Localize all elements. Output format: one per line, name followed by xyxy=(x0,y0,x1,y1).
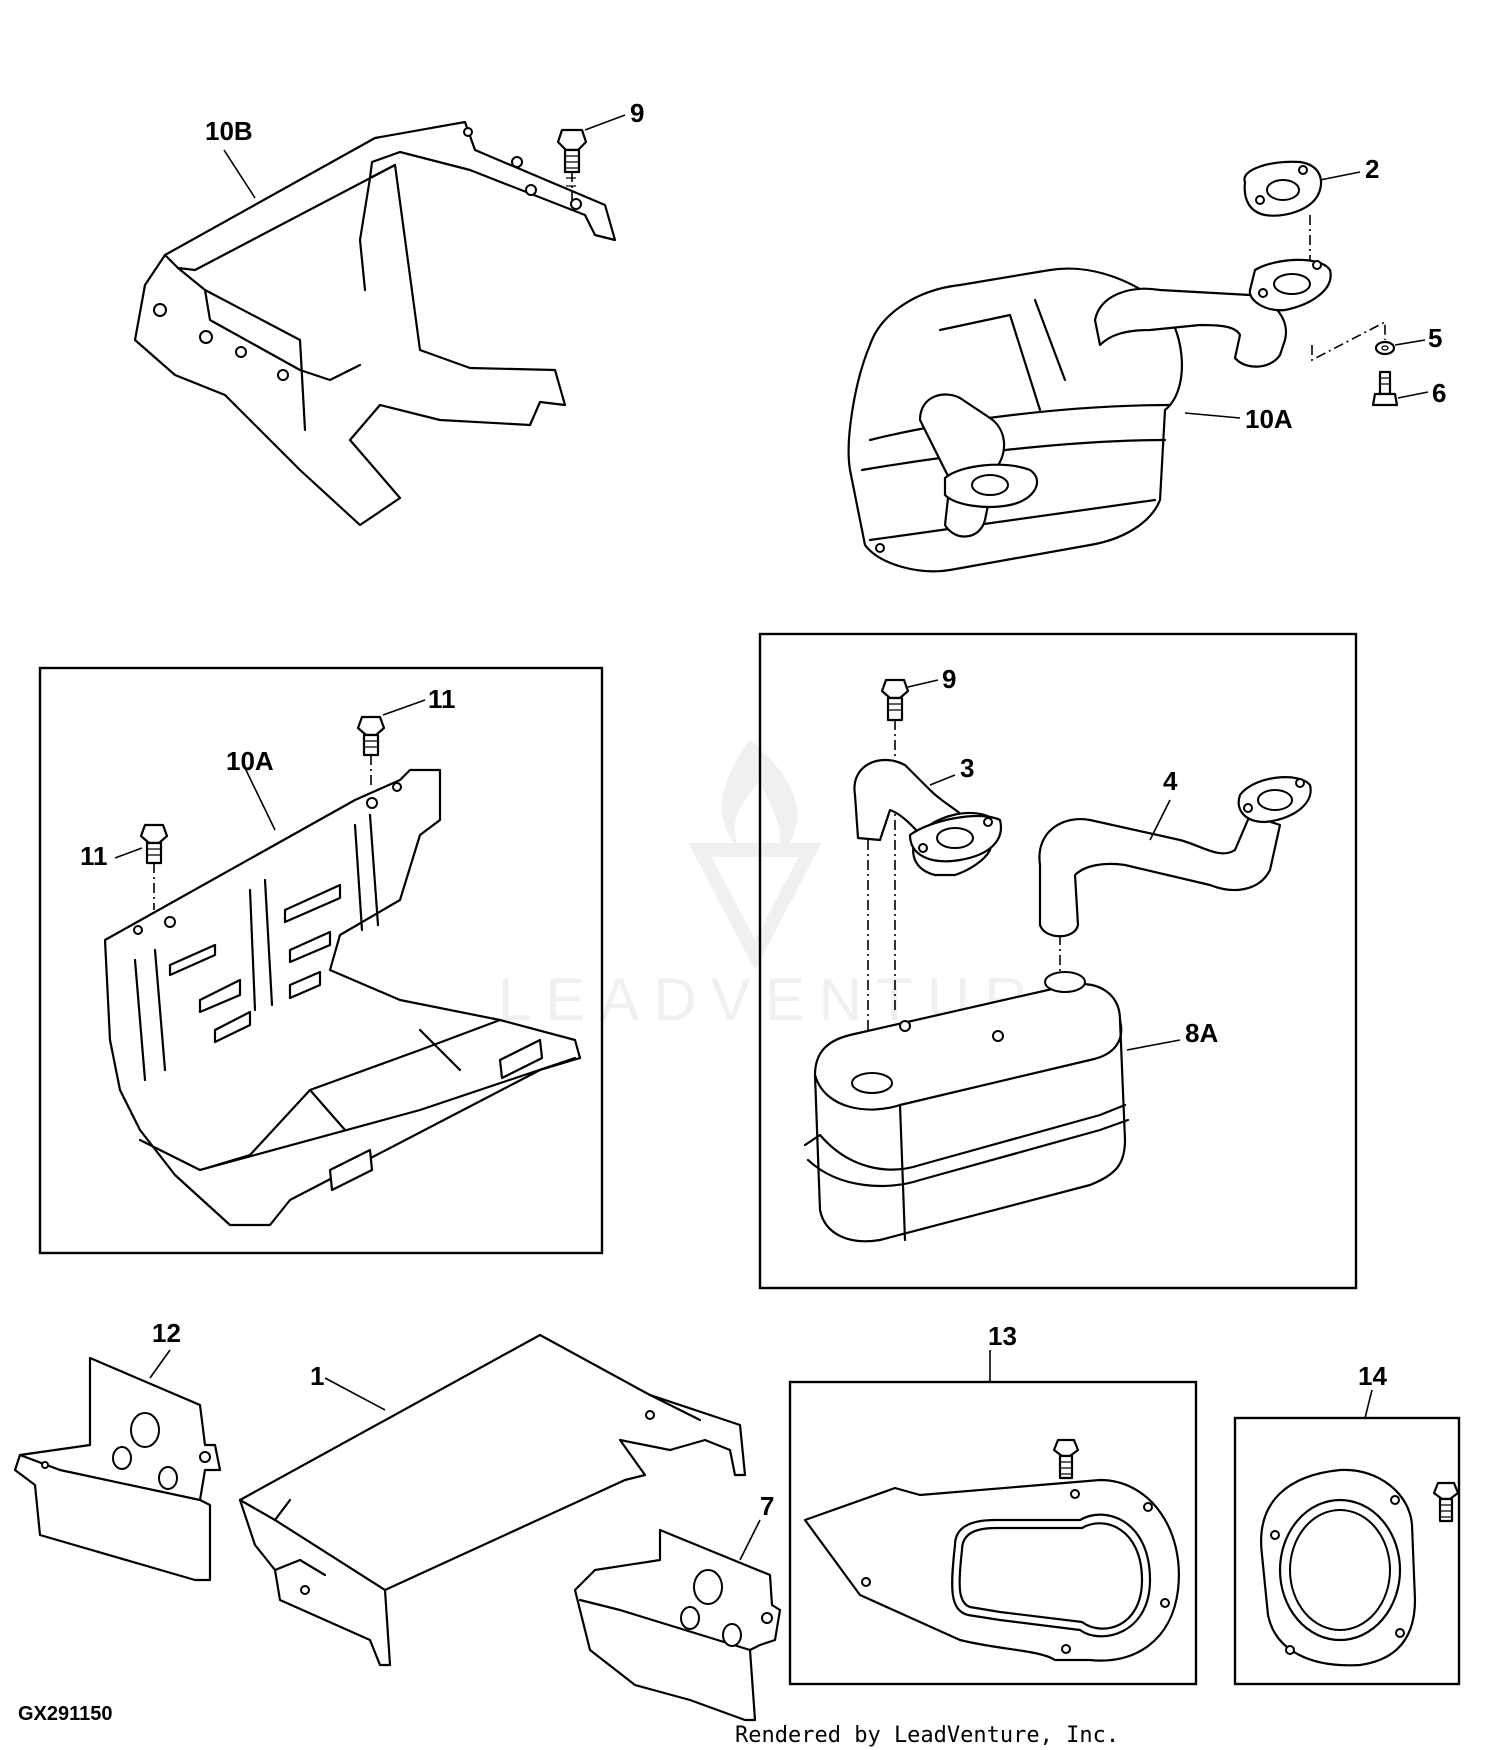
part-9-bolt-top[interactable] xyxy=(556,128,588,200)
part-11-bolt-upper[interactable] xyxy=(356,715,386,785)
part-3-exhaust-pipe[interactable] xyxy=(853,758,1003,1075)
part-11-bolt-lower[interactable] xyxy=(139,823,169,910)
callout-1: 1 xyxy=(310,1361,324,1391)
part-10a-heat-shield[interactable] xyxy=(103,768,582,1227)
render-credit: Rendered by LeadVenture, Inc. xyxy=(735,1723,1119,1748)
part-13-gasket-plate[interactable] xyxy=(803,1478,1180,1662)
part-7-bracket[interactable] xyxy=(573,1528,782,1722)
part-8a-muffler[interactable] xyxy=(803,971,1130,1243)
part-14-screw[interactable] xyxy=(1432,1481,1460,1523)
frame-14-kit xyxy=(1233,1416,1461,1686)
callout-5: 5 xyxy=(1428,323,1442,353)
leadventure-watermark: LEADVENTURE xyxy=(498,740,1081,1033)
callout-7: 7 xyxy=(760,1491,774,1521)
part-8b-muffler-assembly[interactable] xyxy=(847,258,1332,573)
callout-8b: 10A xyxy=(1245,404,1293,434)
callout-13: 13 xyxy=(988,1321,1017,1351)
callout-9-kit: 9 xyxy=(942,664,956,694)
frame-8a-kit xyxy=(758,632,1358,1290)
callout-10b: 10B xyxy=(205,116,253,146)
callout-14: 14 xyxy=(1358,1361,1387,1391)
part-10b-bracket[interactable] xyxy=(133,120,617,527)
callout-6: 6 xyxy=(1432,378,1446,408)
callout-9-top: 9 xyxy=(630,98,644,128)
callout-11-upper-label: 11 xyxy=(428,684,456,714)
part-5-washer[interactable] xyxy=(1374,340,1396,356)
callout-4: 4 xyxy=(1163,766,1178,796)
callout-12: 12 xyxy=(152,1318,181,1348)
part-12-bracket[interactable] xyxy=(13,1356,222,1582)
part-6-bolt[interactable] xyxy=(1371,370,1399,407)
figure-code: GX291150 xyxy=(18,1703,113,1725)
callout-2: 2 xyxy=(1365,154,1379,184)
callout-11-lower: 11 xyxy=(80,841,108,871)
callout-3: 3 xyxy=(960,753,974,783)
part-14-gasket[interactable] xyxy=(1260,1468,1417,1667)
part-1-heat-shield[interactable] xyxy=(238,1333,747,1667)
frame-10a-kit xyxy=(38,666,604,1255)
part-4-exhaust-pipe[interactable] xyxy=(1038,776,1312,975)
callout-8a: 8A xyxy=(1185,1018,1218,1048)
frame-13-kit xyxy=(788,1380,1198,1686)
part-9-bolt-kit[interactable] xyxy=(880,678,910,1010)
part-13-screw[interactable] xyxy=(1052,1438,1080,1480)
part-2-gasket[interactable] xyxy=(1243,160,1323,217)
callout-10a-visible: 10A xyxy=(226,746,274,776)
